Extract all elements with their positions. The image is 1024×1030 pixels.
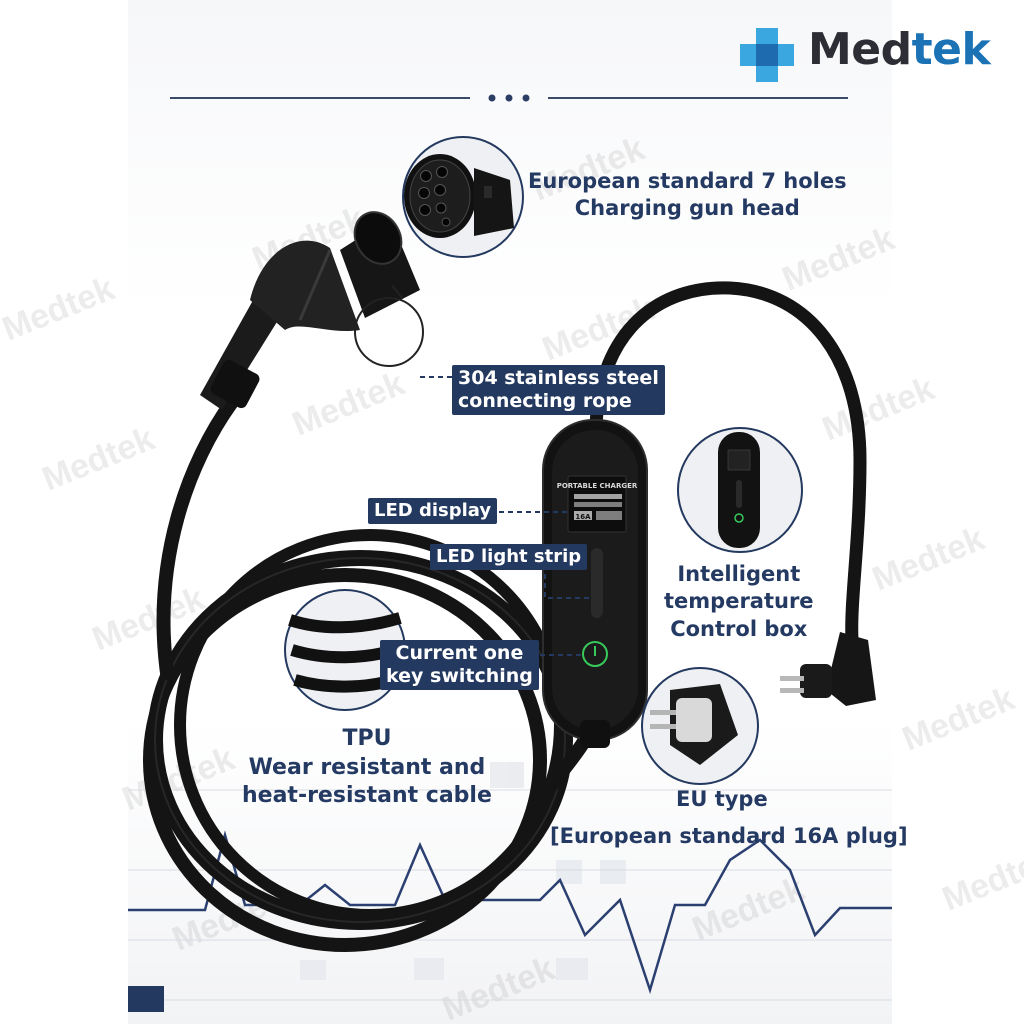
control-box-callout <box>677 427 803 553</box>
control-box-label-line1: Intelligent <box>677 562 801 586</box>
divider-dot <box>488 94 496 102</box>
rope-label: 304 stainless steel connecting rope <box>452 365 665 415</box>
brand-logo <box>740 28 794 82</box>
tpu-cable-label-line1: TPU <box>342 726 392 751</box>
gun-head-label: European standard 7 holes Charging gun h… <box>528 168 847 223</box>
led-display-label: LED display <box>368 498 498 524</box>
background-blocks <box>300 762 626 980</box>
control-box-label-line2: temperature <box>664 589 814 614</box>
eu-plug-label: EU type <box>676 787 768 811</box>
rope-ring <box>354 297 424 367</box>
divider-dot <box>522 94 530 102</box>
power-key-button <box>582 641 608 667</box>
divider-dot <box>505 94 513 102</box>
led-light-strip <box>591 548 603 618</box>
tpu-cable-label-line2: Wear resistant and <box>248 754 486 780</box>
gun-head-callout <box>402 136 524 258</box>
control-box: PORTABLE CHARGER 16A <box>542 419 648 748</box>
brand-name-part2: tek <box>911 24 991 75</box>
cable-box-to-plug <box>589 281 867 641</box>
eu-plug-sublabel: [European standard 16A plug] <box>550 824 908 848</box>
key-switch-label-line1: Current one <box>395 642 524 664</box>
key-switch-label: Current one key switching <box>380 640 539 690</box>
screen-title: PORTABLE CHARGER <box>557 482 638 490</box>
tpu-cable-label: TPU Wear resistant and heat-resistant ca… <box>242 725 492 811</box>
control-box-label: Intelligent temperature Control box <box>664 561 814 643</box>
key-switch-label-line2: key switching <box>386 664 533 687</box>
eu-plug-callout <box>641 667 759 785</box>
rope-label-line2: connecting rope <box>458 389 632 412</box>
led-strip-label: LED light strip <box>430 544 588 570</box>
rope-label-line1: 304 stainless steel <box>458 367 659 389</box>
eu-plug <box>780 632 876 706</box>
corner-block <box>128 986 164 1012</box>
brand-name-part1: Med <box>808 24 912 75</box>
charging-gun <box>200 211 420 410</box>
screen-value: 16A <box>575 513 591 521</box>
tpu-cable-label-line3: heat-resistant cable <box>242 783 492 809</box>
cable-highlight <box>154 557 566 923</box>
brand-name: Medtek <box>808 28 991 72</box>
control-box-label-line3: Control box <box>670 616 808 641</box>
cable-gun-to-coil <box>156 397 238 682</box>
gun-head-label-line2: Charging gun head <box>574 196 800 221</box>
gun-head-label-line1: European standard 7 holes <box>528 169 847 193</box>
